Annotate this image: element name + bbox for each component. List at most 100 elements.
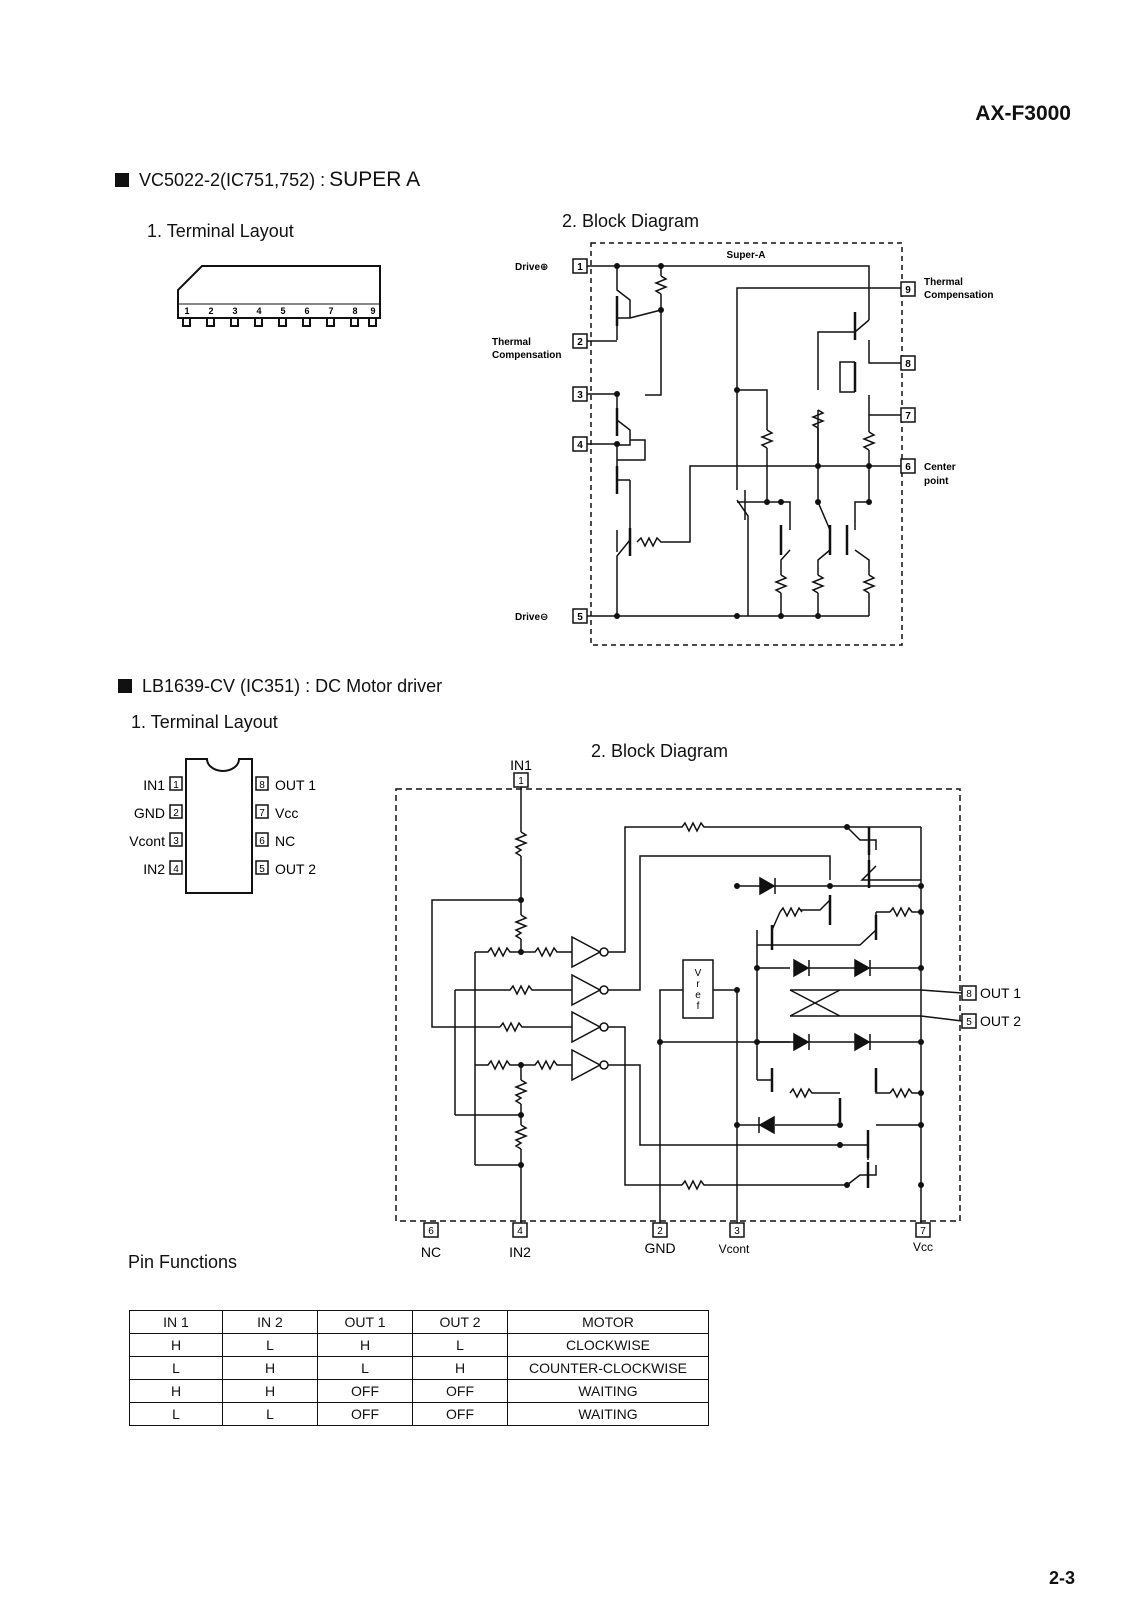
pin-functions-title: Pin Functions [128,1252,238,1272]
table-cell: L [129,1402,223,1426]
table-cell: L [129,1356,223,1380]
dip-pin-num: 6 [259,836,265,847]
bullet-square-icon [118,679,132,693]
drive-minus-label: Drive⊖ [515,612,548,623]
table-cell: CLOCKWISE [507,1333,709,1357]
bullet-square-icon [115,173,129,187]
section2-title-text: LB1639-CV (IC351) : DC Motor driver [142,676,443,696]
block1-pin: 3 [577,390,583,401]
dc-motor-driver-block-diagram: IN1 1 2 3 4 5 6 7 8 OUT 1 OUT 2 NC IN2 G… [395,757,1021,1260]
dip-pin-num: 1 [173,780,179,791]
sip-pin: 7 [328,306,333,316]
block1-pin: 4 [577,440,583,451]
sip9-package: 1 2 3 4 5 6 7 8 9 [177,265,381,327]
dip-pin-name: IN1 [143,777,165,793]
thermal-left-1: Thermal [492,337,531,348]
page-number: 2-3 [1048,1568,1075,1588]
model-name: AX-F3000 [975,102,1071,125]
table-cell: H [412,1356,508,1380]
table-cell: L [412,1333,508,1357]
dip-pin-name: OUT 2 [275,861,316,877]
super-a-title: Super-A [727,250,766,261]
sip-pin: 9 [370,306,375,316]
center-label-2: point [924,476,949,487]
dip-pin-name: IN2 [143,861,165,877]
vcc-label: Vcc [913,1240,933,1254]
block1-pin: 7 [905,411,911,422]
table-header: OUT 2 [412,1310,508,1334]
dip-pin-num: 2 [173,808,179,819]
thermal-right-2: Compensation [924,290,993,301]
dip-pin-name: GND [134,805,165,821]
sip-pin: 5 [280,306,285,316]
block1-pin: 5 [577,612,583,623]
block2-pin: 2 [657,1226,663,1237]
table-cell: WAITING [507,1379,709,1403]
gnd-label: GND [644,1240,675,1256]
table-cell: H [129,1379,223,1403]
sip-pin: 1 [184,306,189,316]
section2-block-heading: 2. Block Diagram [591,741,729,761]
table-cell: OFF [412,1402,508,1426]
table-cell: H [222,1356,318,1380]
vcont-label: Vcont [719,1242,750,1256]
table-cell: H [317,1333,413,1357]
table-cell: COUNTER-CLOCKWISE [507,1356,709,1380]
in1-top-label: IN1 [510,757,532,773]
block1-pin: 1 [577,262,583,273]
section1-terminal-heading: 1. Terminal Layout [147,221,294,241]
table-cell: OFF [412,1379,508,1403]
sip-pin: 8 [352,306,357,316]
table-cell: WAITING [507,1402,709,1426]
block1-pin: 2 [577,337,583,348]
table-header: OUT 1 [317,1310,413,1334]
block2-pin: 5 [966,1017,972,1028]
table-cell: H [129,1333,223,1357]
block1-pin: 8 [905,359,911,370]
nc-label: NC [421,1244,441,1260]
dip-pin-name: Vcc [275,805,298,821]
table-cell: L [317,1356,413,1380]
block2-pin: 6 [428,1226,434,1237]
section1-block-heading: 2. Block Diagram [562,211,700,231]
section1-part: VC5022-2(IC751,752) : [139,170,326,190]
dip-pin-num: 8 [259,780,265,791]
block2-pin: 4 [517,1226,523,1237]
out2-label: OUT 2 [980,1013,1021,1029]
table-header: IN 2 [222,1310,318,1334]
block2-pin: 7 [920,1226,926,1237]
super-a-block-diagram: Super-A 1 2 3 4 5 6 7 8 9 Drive⊕ Drive⊖ … [492,242,993,646]
dip-pin-num: 3 [173,836,179,847]
dip-pin-name: NC [275,833,295,849]
table-cell: L [222,1333,318,1357]
sip-pin: 3 [232,306,237,316]
section2-title: LB1639-CV (IC351) : DC Motor driver [118,676,442,697]
block2-pin: 3 [734,1226,740,1237]
table-cell: L [222,1402,318,1426]
dip-pin-num: 4 [173,864,179,875]
center-label-1: Center [924,462,956,473]
out1-label: OUT 1 [980,985,1021,1001]
block1-pin: 6 [905,462,911,473]
dip8-package: 1 2 3 4 8 7 6 5 IN1 GND Vcont IN2 OUT 1 … [129,758,316,894]
block2-pin: 1 [518,776,524,787]
section2-terminal-heading: 1. Terminal Layout [131,712,278,732]
table-cell: H [222,1379,318,1403]
dip-pin-name: Vcont [129,833,165,849]
table-cell: OFF [317,1402,413,1426]
block2-pin: 8 [966,989,972,1000]
dip-pin-name: OUT 1 [275,777,316,793]
section1-title: VC5022-2(IC751,752) :SUPER A [115,168,420,192]
sip-pin: 4 [256,306,261,316]
dip-pin-num: 5 [259,864,265,875]
table-header: IN 1 [129,1310,223,1334]
sip-pin: 6 [304,306,309,316]
block1-pin: 9 [905,285,911,296]
table-header: MOTOR [507,1310,709,1334]
